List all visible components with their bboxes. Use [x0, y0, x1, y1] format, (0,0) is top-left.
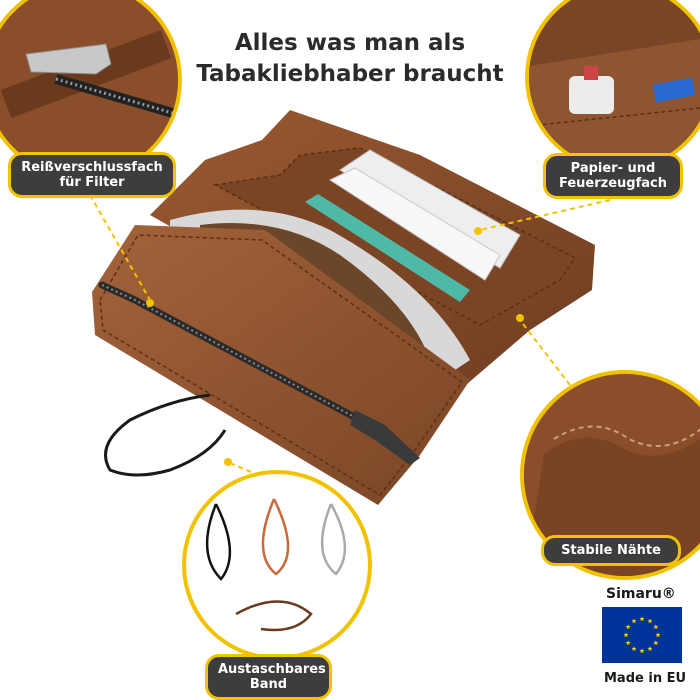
stitching-label-line-1: Stabile Nähte — [561, 543, 661, 558]
eu-star-icon — [625, 640, 631, 646]
eu-star-icon — [653, 640, 659, 646]
eu-star-icon — [631, 618, 637, 624]
eu-star-icon — [655, 632, 661, 638]
zipper-pocket-label: Reißverschlussfach für Filter — [8, 152, 176, 198]
band-label-line-2: Band — [249, 677, 288, 692]
headline-line-2: Tabakliebhaber braucht — [196, 61, 504, 87]
band-label-line-1: Austaschbares — [218, 662, 326, 677]
eu-star-icon — [631, 646, 637, 651]
band-label: Austaschbares Band — [205, 654, 332, 700]
eu-star-icon — [625, 624, 631, 630]
made-in-label: Made in EU — [604, 671, 687, 686]
headline: Alles was man als Tabakliebhaber braucht — [150, 28, 550, 90]
eu-star-icon — [647, 618, 653, 624]
eu-star-icon — [639, 648, 645, 654]
headline-line-1: Alles was man als — [234, 30, 466, 56]
zipper-pocket-label-line-2: für Filter — [59, 175, 125, 190]
eu-star-icon — [653, 624, 659, 630]
brand-name: Simaru® — [606, 586, 676, 602]
zipper-detail-image — [0, 0, 182, 180]
zipper-pocket-label-line-1: Reißverschlussfach — [21, 160, 163, 175]
eu-flag-icon — [602, 607, 682, 663]
paper-lighter-label-line-1: Papier- und — [570, 161, 656, 176]
eu-star-icon — [647, 646, 653, 651]
eu-star-icon — [623, 632, 629, 638]
eu-star-icon — [639, 616, 645, 622]
bands-detail-image — [182, 470, 372, 660]
stitching-label: Stabile Nähte — [541, 535, 681, 566]
paper-lighter-label: Papier- und Feuerzeugfach — [543, 153, 683, 199]
paper-lighter-label-line-2: Feuerzeugfach — [559, 176, 667, 191]
